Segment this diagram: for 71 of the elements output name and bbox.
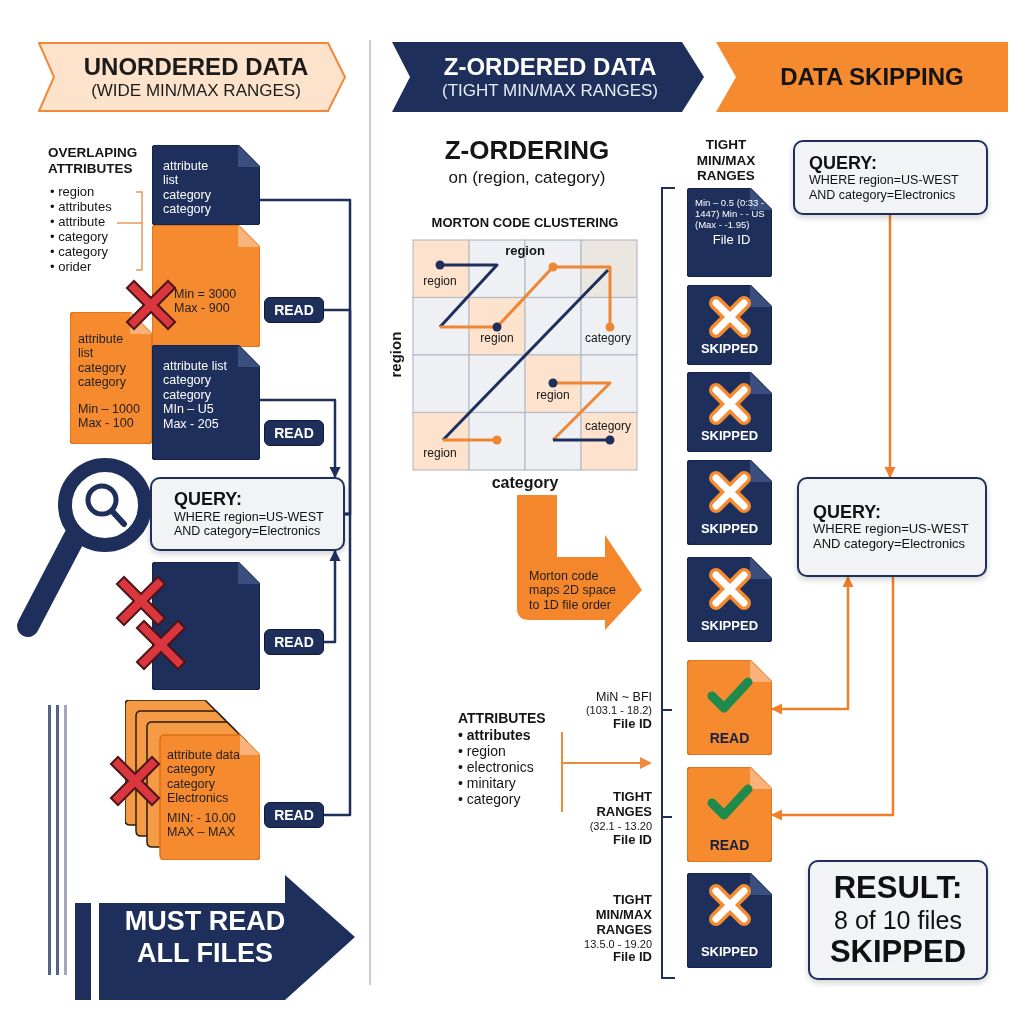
file-caption: File ID [613, 832, 652, 848]
status-label: SKIPPED [699, 619, 760, 634]
banner-title: MUST READ ALL FILES [123, 906, 287, 969]
file-caption: (103.1 - 18.2) [585, 704, 652, 717]
banner-subtitle: (WIDE MIN/MAX RANGES) [90, 81, 302, 101]
axis-label: category [490, 474, 560, 493]
list-item: • region [458, 743, 507, 760]
status-label: SKIPPED [699, 945, 760, 960]
cell-label: category [584, 420, 632, 434]
list-heading: OVERLAPING ATTRIBUTES [48, 145, 139, 177]
cell-label: region [422, 447, 458, 461]
file-text: Min – 0.5 (0:33 - 1447) Min - - US (Max - -1.95) [695, 198, 766, 231]
list-item: • attributes [50, 200, 113, 215]
result-heading: SKIPPED [828, 934, 968, 970]
file-text: Min = 3000 Max - 900 [174, 287, 238, 316]
file-caption: 13.5.0 - 19.20 [584, 937, 652, 951]
section-title: Z-ORDERING [443, 136, 611, 166]
banner-subtitle: (TIGHT MIN/MAX RANGES) [441, 81, 659, 101]
file-caption: MiN ~ BFI [596, 690, 652, 705]
axis-label: region [387, 330, 405, 380]
banner-title: UNORDERED DATA [82, 53, 310, 81]
file-caption: (32.1 - 13.20 [589, 819, 652, 833]
query-heading: QUERY: [809, 152, 878, 174]
banner-title: Z-ORDERED DATA [442, 53, 658, 81]
banner-title: DATA SKIPPING [779, 63, 965, 91]
query-text: WHERE region=US-WEST AND category=Electronics [809, 173, 960, 203]
result-heading: RESULT: [832, 870, 964, 906]
query-text: WHERE region=US-WEST AND category=Electronics [174, 509, 325, 539]
list-item: • attribute [50, 215, 107, 230]
status-label: SKIPPED [699, 429, 760, 444]
status-label: SKIPPED [699, 522, 760, 537]
tag-label: READ [273, 806, 315, 824]
list-heading: ATTRIBUTES [458, 710, 547, 727]
cell-label: region [479, 332, 515, 346]
list-item: • category [50, 245, 110, 260]
cell-label: region [535, 389, 571, 403]
list-item: • region [50, 185, 96, 200]
axis-label: region [504, 244, 546, 259]
list-item: • minitary [458, 775, 517, 792]
file-caption: File ID [613, 717, 652, 732]
column-heading: TIGHT MIN/MAX RANGES [695, 137, 757, 184]
status-label: READ [708, 836, 751, 853]
file-text: attribute list category category MIn – U5 Max - 205 [163, 359, 228, 431]
file-text: attribute list category category [163, 159, 212, 217]
file-text: attribute list category category [78, 332, 127, 390]
query-heading: QUERY: [174, 489, 243, 510]
result-text: 8 of 10 files [833, 905, 963, 935]
section-subtitle: on (region, category) [447, 168, 607, 188]
list-item: • category [50, 230, 110, 245]
list-item: • electronics [458, 759, 535, 776]
query-heading: QUERY: [813, 501, 882, 523]
list-item: • orider [50, 260, 93, 275]
list-item: • category [458, 791, 522, 808]
query-text: WHERE region=US-WEST AND category=Electronics [813, 522, 970, 553]
file-text: attribute data category category Electronics [167, 748, 241, 806]
file-text: Min – 1000 Max - 100 [78, 401, 141, 431]
file-caption: TIGHT MIN/MAX RANGES [594, 893, 652, 938]
tag-label: READ [273, 301, 315, 319]
file-text: MIN: - 10.00 MAX – MAX [167, 810, 237, 840]
list-item: • attributes [458, 727, 532, 744]
status-label: READ [708, 729, 751, 746]
file-caption: TIGHT RANGES [595, 790, 652, 820]
chart-title: MORTON CODE CLUSTERING [430, 216, 620, 231]
tag-label: READ [273, 424, 315, 442]
cell-label: category [584, 332, 632, 346]
file-caption: File ID [613, 950, 652, 966]
callout-text: Morton code maps 2D space to 1D file order [529, 569, 617, 613]
status-label: SKIPPED [699, 342, 760, 357]
file-id: File ID [711, 232, 752, 248]
cell-label: region [422, 275, 458, 289]
tag-label: READ [273, 633, 315, 651]
